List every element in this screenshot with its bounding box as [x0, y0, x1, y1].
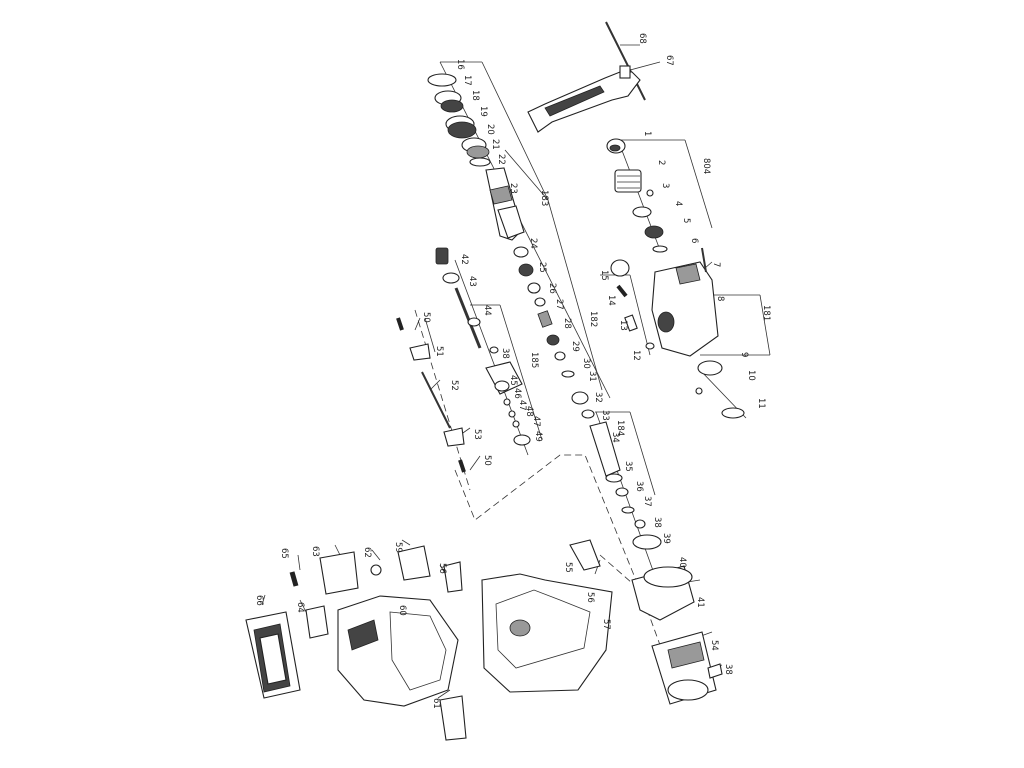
battery-pack: [245, 611, 301, 699]
callout-40: 40: [677, 557, 687, 568]
callout-46: 46: [512, 388, 522, 399]
callout-2: 2: [656, 160, 666, 165]
piston-barrel: [571, 391, 662, 550]
callout-804: 804: [701, 158, 711, 174]
gear-housing: [651, 247, 745, 419]
callout-16: 16: [455, 59, 465, 70]
callout-37: 37: [642, 496, 652, 507]
callout-67: 67: [664, 55, 674, 66]
callout-47a: 47: [517, 400, 527, 411]
callout-48: 48: [524, 406, 534, 417]
callout-184: 184: [615, 420, 625, 436]
callout-50b: 50: [482, 455, 492, 466]
callout-29: 29: [570, 341, 580, 352]
callout-34: 34: [610, 432, 620, 443]
callout-21: 21: [490, 139, 500, 150]
callout-68: 68: [637, 33, 647, 44]
callout-39: 39: [661, 533, 671, 544]
callout-3: 3: [660, 183, 670, 188]
callout-182: 182: [588, 311, 598, 327]
callout-11: 11: [756, 398, 766, 409]
callout-61: 61: [431, 698, 441, 709]
callout-42: 42: [459, 254, 469, 265]
callout-15: 15: [599, 270, 609, 281]
callout-53: 53: [472, 429, 482, 440]
callout-19: 19: [478, 106, 488, 117]
callout-51: 51: [434, 346, 444, 357]
callout-38b: 38: [500, 348, 510, 359]
switch-and-electronics: [289, 545, 463, 639]
callout-9: 9: [739, 352, 749, 357]
callout-6: 6: [689, 238, 699, 243]
callout-35: 35: [623, 461, 633, 472]
callout-44: 44: [482, 305, 492, 316]
callout-60: 60: [397, 605, 407, 616]
callout-12: 12: [631, 350, 641, 361]
gear-stack: [427, 73, 491, 167]
callout-45: 45: [508, 375, 518, 386]
crank-assembly: [435, 247, 531, 446]
callout-55: 55: [563, 562, 573, 573]
callout-43: 43: [467, 276, 477, 287]
motor-assembly: [631, 565, 723, 705]
callout-28: 28: [562, 318, 572, 329]
callout-33: 33: [600, 410, 610, 421]
callout-24: 24: [528, 238, 538, 249]
callout-20: 20: [485, 124, 495, 135]
side-handle: [527, 21, 646, 133]
callout-66: 66: [254, 595, 264, 606]
callout-27: 27: [554, 299, 564, 310]
callout-41: 41: [695, 597, 705, 608]
callout-23: 23: [508, 183, 518, 194]
callout-labels: 1234567891011121314151617181920212223242…: [254, 33, 771, 709]
callout-38a: 38: [652, 517, 662, 528]
callout-32: 32: [593, 392, 603, 403]
callout-181: 181: [761, 305, 771, 321]
callout-7: 7: [711, 262, 721, 267]
callout-65: 65: [279, 548, 289, 559]
callout-14: 14: [606, 295, 616, 306]
callout-63: 63: [310, 546, 320, 557]
callout-18: 18: [470, 90, 480, 101]
callout-49: 49: [533, 431, 543, 442]
callout-8: 8: [715, 296, 725, 301]
lock-parts-182: [610, 259, 655, 350]
callout-52: 52: [449, 380, 459, 391]
callout-26: 26: [547, 283, 557, 294]
callout-54: 54: [709, 640, 719, 651]
selector-rod: [396, 317, 466, 473]
callout-4: 4: [673, 201, 683, 206]
callout-30: 30: [581, 358, 591, 369]
callout-62: 62: [362, 547, 372, 558]
callout-59: 59: [393, 542, 403, 553]
callout-5: 5: [681, 218, 691, 223]
callout-50a: 50: [421, 312, 431, 323]
callout-13: 13: [618, 320, 628, 331]
callout-31: 31: [587, 371, 597, 382]
callout-47b: 47: [531, 416, 541, 427]
callout-22: 22: [496, 154, 506, 165]
callout-183: 183: [539, 190, 549, 206]
callout-64: 64: [295, 602, 305, 613]
spindle-shaft: [485, 167, 575, 378]
chuck-assembly: [606, 138, 668, 253]
callout-185: 185: [529, 352, 539, 368]
callout-10: 10: [746, 370, 756, 381]
callout-56b: 56: [585, 592, 595, 603]
housing-left: [337, 595, 467, 741]
callout-56a: 56: [437, 563, 447, 574]
callout-25: 25: [537, 262, 547, 273]
callout-57: 57: [601, 619, 611, 630]
callout-17: 17: [462, 75, 472, 86]
callout-38c: 38: [723, 664, 733, 675]
callout-1: 1: [642, 131, 652, 136]
callout-36: 36: [634, 481, 644, 492]
housing-right: [481, 539, 613, 693]
